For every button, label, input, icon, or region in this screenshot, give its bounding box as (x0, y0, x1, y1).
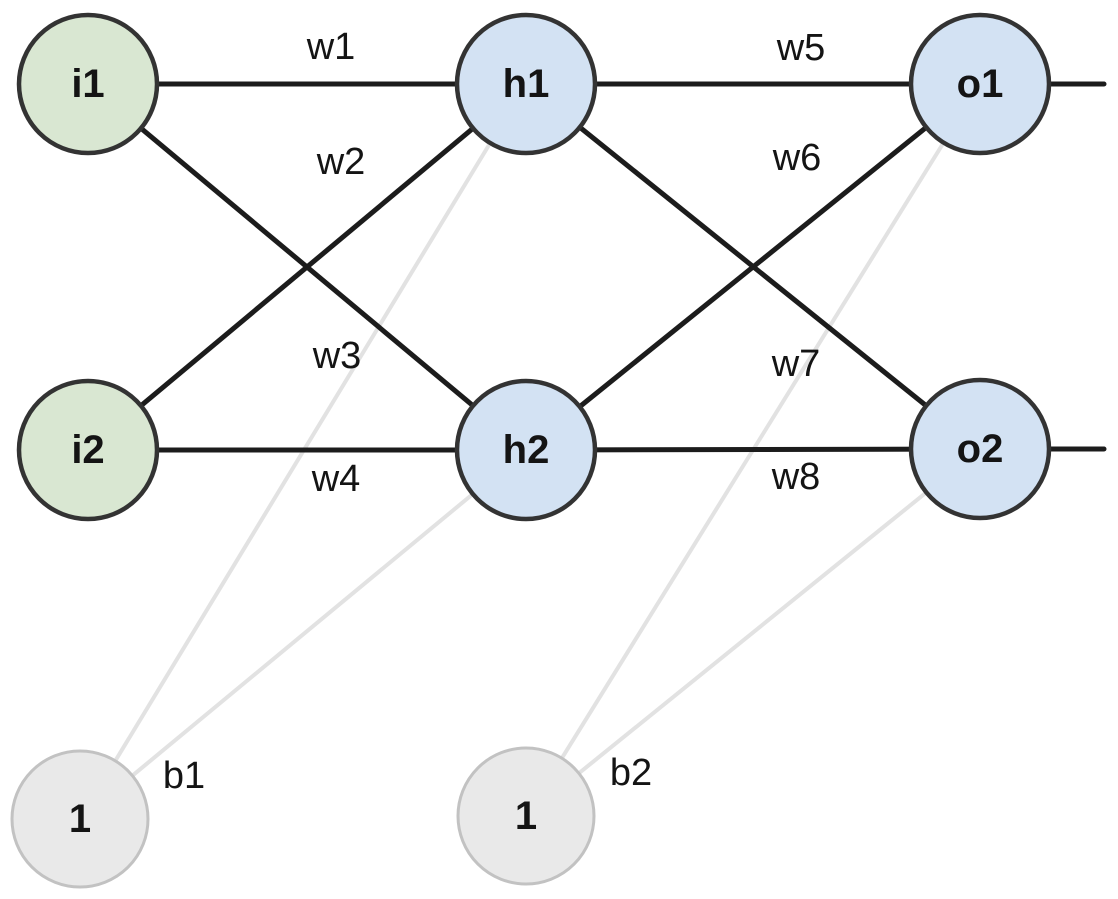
edge-b2-o2 (524, 447, 982, 818)
node-label-b1: 1 (69, 797, 91, 841)
node-label-o1: o1 (957, 62, 1004, 106)
edge-w7 (524, 82, 982, 451)
label-b2: b2 (610, 752, 652, 794)
node-label-i1: i1 (71, 62, 104, 106)
label-w5: w5 (776, 27, 826, 69)
node-b1 (10, 749, 150, 889)
node-label-h2: h2 (503, 428, 550, 472)
node-o1 (908, 12, 1052, 156)
node-b2 (456, 746, 596, 886)
edge-w8 (525, 446, 981, 453)
label-w1: w1 (306, 26, 356, 68)
label-w4: w4 (311, 458, 361, 500)
node-label-i2: i2 (71, 428, 104, 472)
label-w3: w3 (312, 335, 362, 377)
edge-w3 (86, 82, 528, 452)
label-b1: b1 (163, 755, 205, 797)
node-o2 (908, 377, 1052, 521)
edge-b1-h2 (78, 448, 528, 821)
node-h1 (454, 12, 598, 156)
label-w2: w2 (316, 141, 366, 183)
node-i2 (16, 378, 160, 522)
node-i1 (16, 12, 160, 156)
node-label-b2: 1 (515, 794, 537, 838)
label-w7: w7 (771, 343, 821, 385)
node-h2 (454, 378, 598, 522)
node-label-h1: h1 (503, 62, 550, 106)
node-label-o2: o2 (957, 427, 1004, 471)
label-w6: w6 (772, 137, 822, 179)
label-w8: w8 (771, 456, 821, 498)
